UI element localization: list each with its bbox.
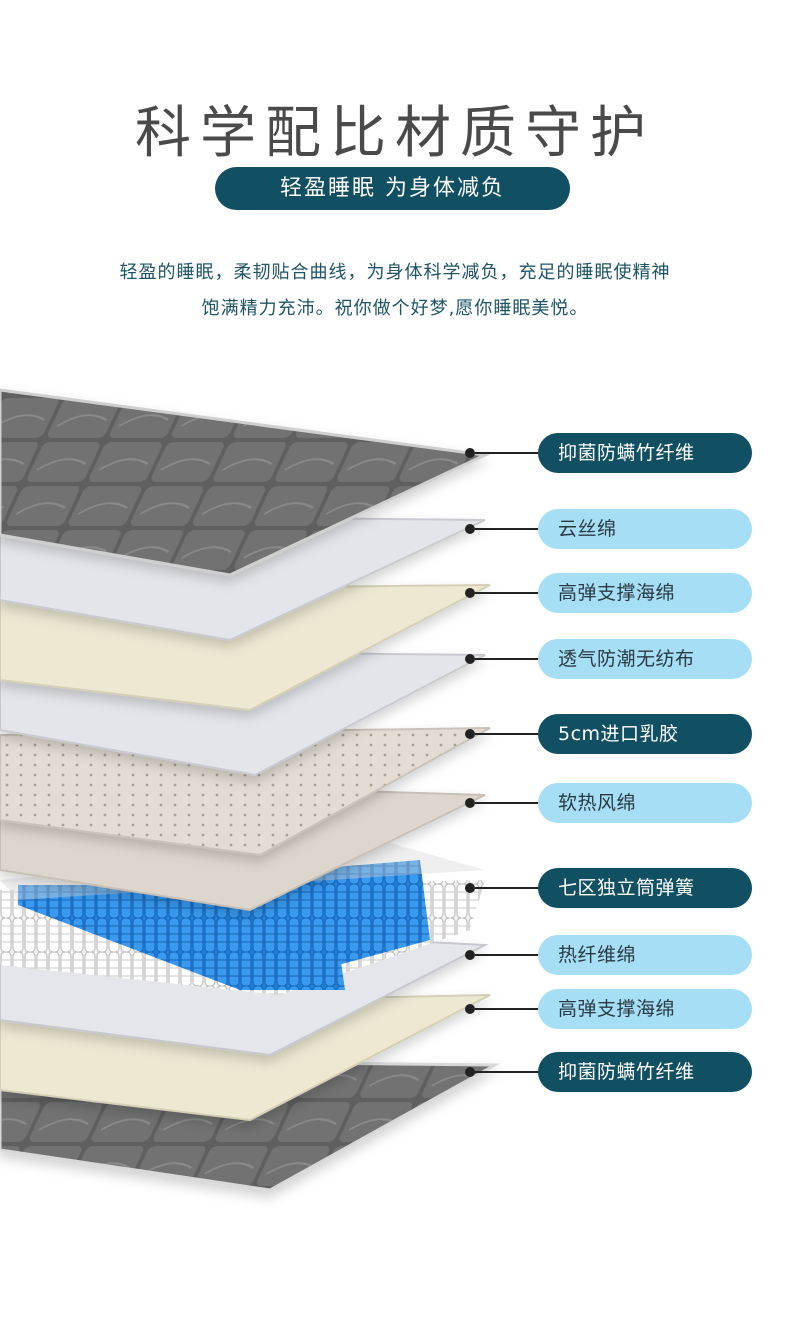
leader-dot — [465, 729, 475, 739]
leader-dot — [465, 883, 475, 893]
layer-label-cloud-silk: 云丝绵 — [538, 509, 752, 549]
leader-dot — [465, 588, 475, 598]
leader-dot — [465, 1004, 475, 1014]
description: 轻盈的睡眠，柔韧贴合曲线，为身体科学减负，充足的睡眠使精神 饱满精力充沛。祝你做… — [40, 255, 750, 327]
subtitle-pill: 轻盈睡眠 为身体减负 — [215, 167, 570, 210]
label-row-6: 软热风绵 — [0, 783, 790, 823]
label-row-4: 透气防潮无纺布 — [0, 639, 790, 679]
label-row-2: 云丝绵 — [0, 509, 790, 549]
leader-line — [475, 802, 540, 804]
layer-label-soft-hot-air: 软热风绵 — [538, 783, 752, 823]
layer-label-latex: 5cm进口乳胶 — [538, 714, 752, 754]
label-row-1: 抑菌防螨竹纤维 — [0, 433, 790, 473]
label-row-9: 高弹支撑海绵 — [0, 989, 790, 1029]
description-line-1: 轻盈的睡眠，柔韧贴合曲线，为身体科学减负，充足的睡眠使精神 — [119, 262, 671, 283]
layer-label-high-elastic-foam-2: 高弹支撑海绵 — [538, 989, 752, 1029]
layer-label-high-elastic-foam-1: 高弹支撑海绵 — [538, 573, 752, 613]
leader-dot — [465, 654, 475, 664]
layer-top-bamboo-fiber — [0, 388, 491, 577]
leader-line — [475, 452, 540, 454]
leader-line — [475, 887, 540, 889]
leader-dot — [465, 950, 475, 960]
page-title: 科学配比材质守护 — [135, 101, 655, 166]
label-row-8: 热纤维绵 — [0, 935, 790, 975]
layer-label-nonwoven: 透气防潮无纺布 — [538, 639, 752, 679]
label-row-7: 七区独立筒弹簧 — [0, 868, 790, 908]
leader-line — [475, 1071, 540, 1073]
leader-line — [475, 658, 540, 660]
layer-label-bamboo-fiber-bottom: 抑菌防螨竹纤维 — [538, 1052, 752, 1092]
leader-dot — [465, 1067, 475, 1077]
leader-dot — [465, 448, 475, 458]
label-row-5: 5cm进口乳胶 — [0, 714, 790, 754]
leader-line — [475, 528, 540, 530]
mattress-layers-illustration — [0, 388, 501, 1192]
description-line-2: 饱满精力充沛。祝你做个好梦,愿你睡眠美悦。 — [201, 298, 589, 319]
leader-dot — [465, 524, 475, 534]
leader-line — [475, 954, 540, 956]
layer-label-bamboo-fiber-top: 抑菌防螨竹纤维 — [538, 433, 752, 473]
label-row-10: 抑菌防螨竹纤维 — [0, 1052, 790, 1092]
label-row-3: 高弹支撑海绵 — [0, 573, 790, 613]
leader-line — [475, 592, 540, 594]
layer-label-thermal-fiber: 热纤维绵 — [538, 935, 752, 975]
layer-label-springs: 七区独立筒弹簧 — [538, 868, 752, 908]
leader-line — [475, 733, 540, 735]
leader-dot — [465, 798, 475, 808]
leader-line — [475, 1008, 540, 1010]
